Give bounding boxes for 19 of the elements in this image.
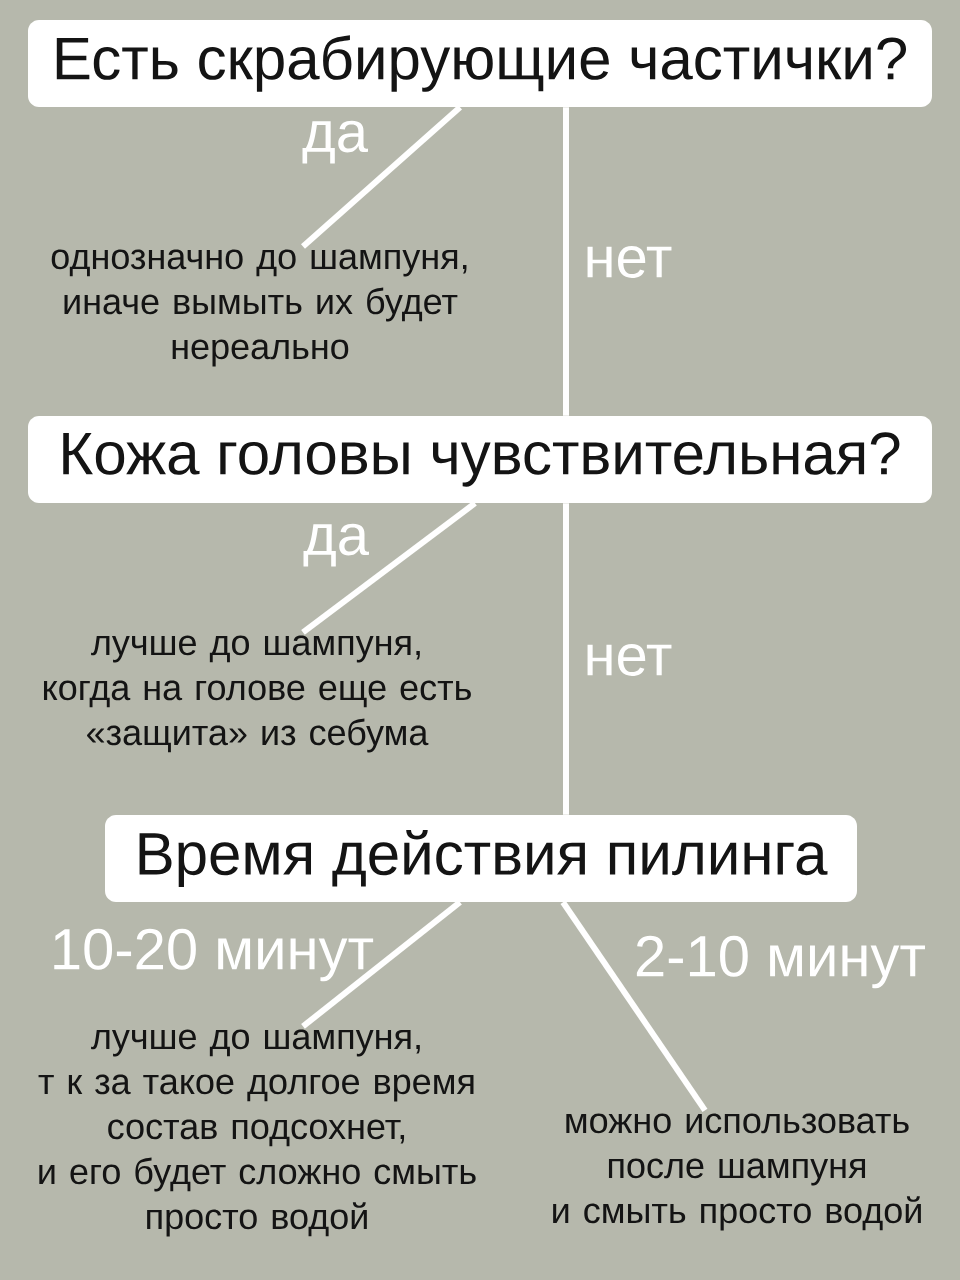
branch-line [563, 503, 569, 815]
branch-line [301, 899, 462, 1029]
question-box: Время действия пилинга [105, 815, 857, 902]
answer-text: можно использовать после шампуня и смыть просто водой [553, 1113, 921, 1231]
branch-line [301, 500, 477, 635]
edge-label: 10-20 минут [54, 928, 374, 982]
answer-text: однозначно до шампуня, иначе вымыть их будет нереально [51, 249, 467, 367]
branch-line [301, 104, 462, 249]
edge-label: 2-10 минут [636, 935, 925, 989]
branch-line [563, 107, 569, 416]
edge-label: нет [587, 246, 672, 278]
edge-label: да [302, 120, 368, 164]
answer-text: лучше до шампуня, т к за такое долгое время состав подсохнет, и его будет сложно смыть просто водой [38, 1029, 476, 1237]
edge-label: нет [587, 644, 672, 676]
branch-line [560, 900, 708, 1113]
question-box: Есть скрабирующие частички? [28, 20, 932, 107]
answer-text: лучше до шампуня, когда на голове еще есть «защита» из себума [44, 635, 471, 753]
edge-label: да [303, 523, 369, 567]
question-box: Кожа головы чувствительная? [28, 416, 932, 503]
